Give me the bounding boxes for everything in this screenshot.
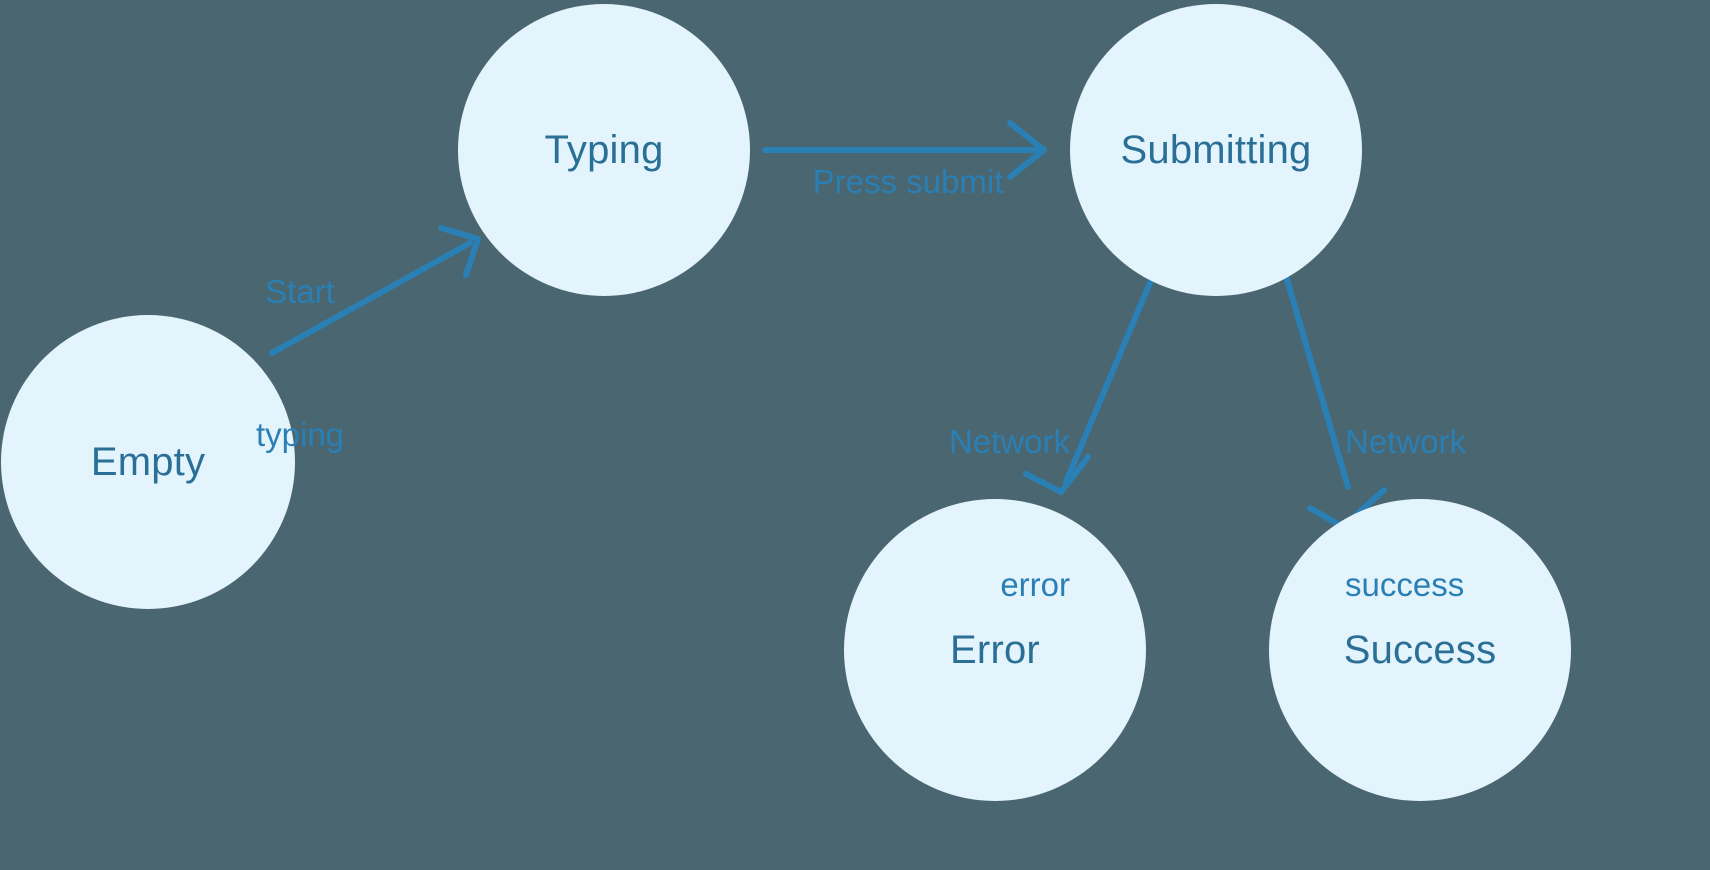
state-node-label: Typing [544, 128, 664, 172]
edge-typing-to-submitting [762, 120, 1047, 180]
arrowhead [1023, 454, 1091, 495]
edge-line [1063, 275, 1155, 485]
edge-label-line: Press submit [812, 162, 1004, 200]
state-node-error[interactable]: Error [844, 499, 1146, 801]
edge-submitting-to-error [1023, 275, 1155, 495]
arrowhead [438, 225, 481, 278]
state-node-typing[interactable]: Typing [458, 4, 750, 296]
edge-empty-to-typing [269, 225, 481, 356]
edge-label-line: Network [1345, 422, 1467, 460]
edge-label-line: Network [948, 422, 1070, 460]
state-node-submitting[interactable]: Submitting [1070, 4, 1362, 296]
edge-line [269, 240, 473, 356]
state-node-success[interactable]: Success [1269, 499, 1571, 801]
arrowhead [1007, 120, 1047, 180]
state-node-label: Error [950, 628, 1040, 672]
edge-label-line: Start [265, 272, 335, 310]
state-node-empty[interactable]: Empty [1, 315, 295, 609]
state-node-label: Empty [90, 440, 206, 484]
edge-line [1280, 263, 1351, 490]
edge-label-press-submit: Press submit [758, 62, 1058, 301]
state-node-label: Submitting [1120, 128, 1312, 172]
edge-submitting-to-success [1280, 263, 1387, 530]
state-node-label: Success [1343, 628, 1497, 672]
